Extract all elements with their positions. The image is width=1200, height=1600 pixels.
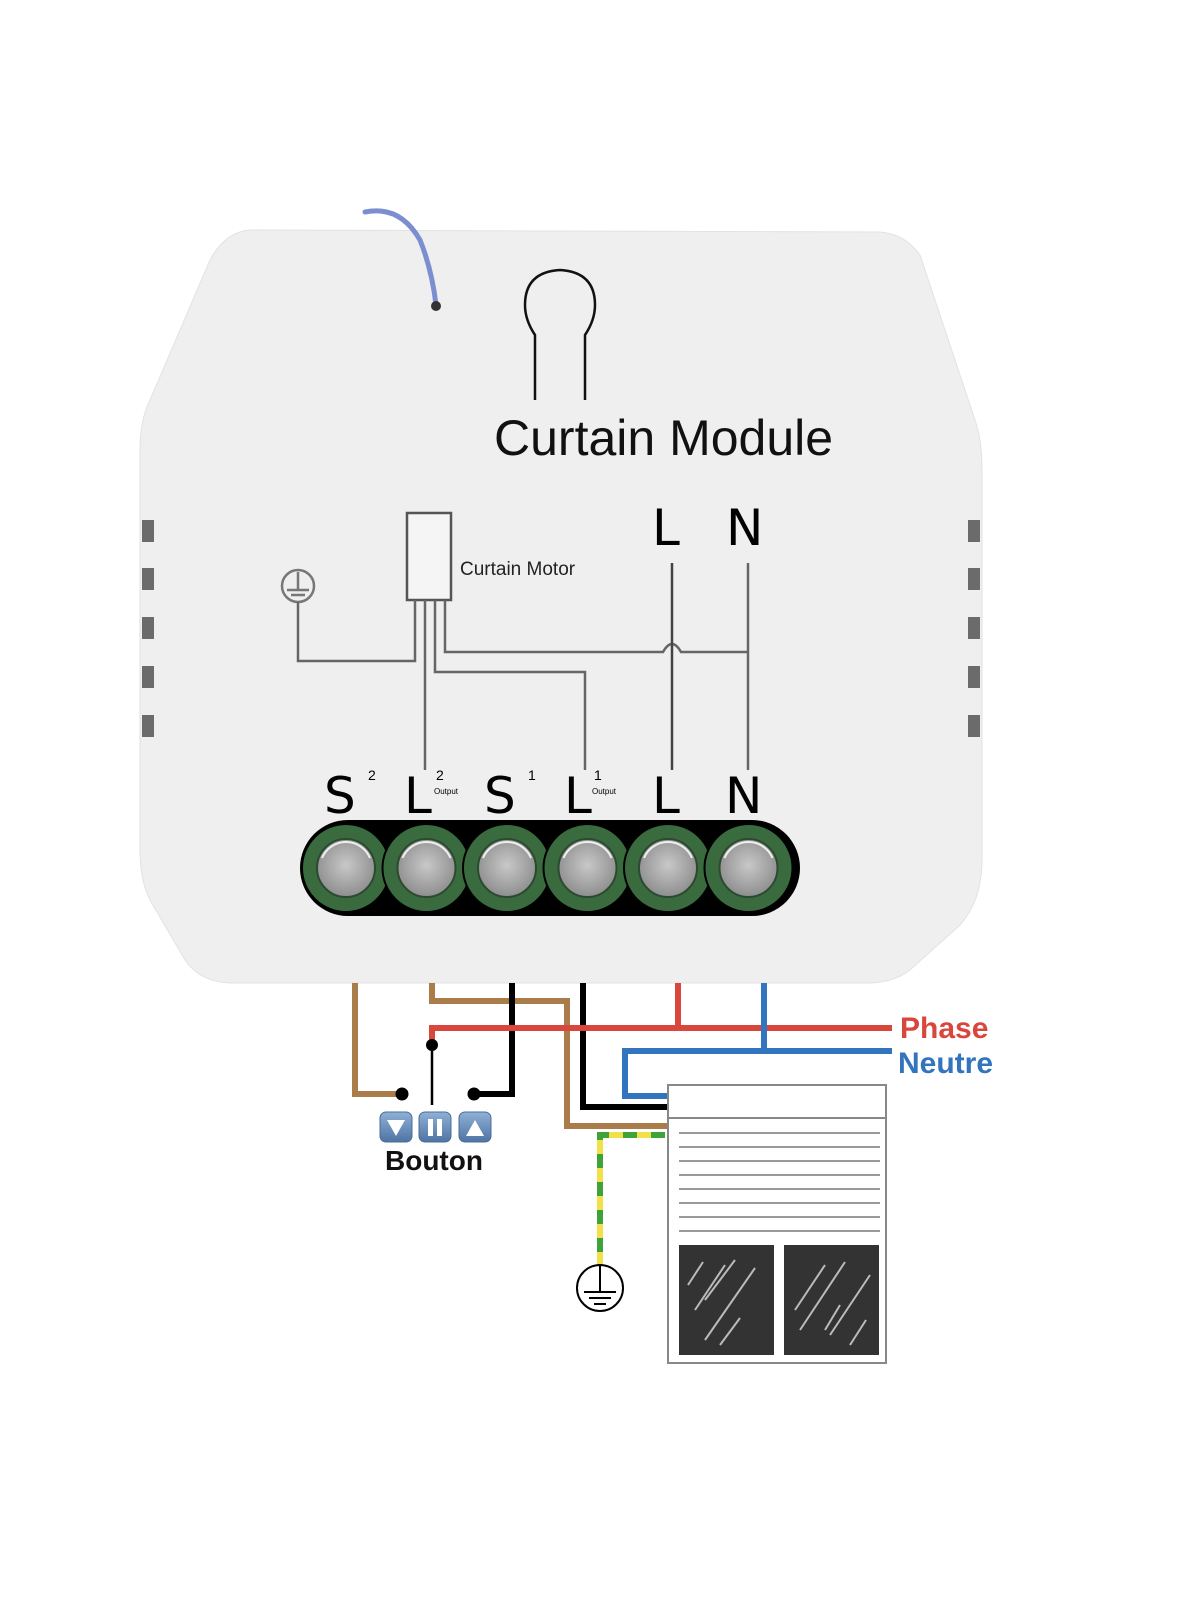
terminal-screw [381, 823, 472, 913]
terminal-sup-s2: 2 [368, 767, 376, 783]
terminal-screw [623, 823, 713, 913]
supply-label-l: L [652, 499, 680, 557]
keyhole-icon [523, 268, 597, 400]
terminal-label-l: L [652, 767, 680, 825]
wire-black-l1 [580, 983, 668, 1110]
vent-slots-right [968, 520, 980, 737]
neutral-label: Neutre [898, 1047, 993, 1080]
terminal-label-s1: S [484, 767, 516, 825]
curtain-motor-box [405, 511, 453, 602]
module-title: Curtain Module [494, 410, 833, 466]
antenna-wire [362, 208, 439, 308]
wire-neutral [622, 1048, 892, 1099]
terminal-labels: S 2 L 2 Output S 1 L 1 Output L N [324, 767, 762, 825]
button-up[interactable] [458, 1111, 492, 1143]
triangle-down-icon [387, 1120, 405, 1136]
terminal-screw [301, 823, 391, 913]
curtain-motor-label: Curtain Motor [460, 559, 576, 580]
pause-icon [428, 1119, 433, 1136]
wire-black-s1 [476, 983, 515, 1097]
wire-brown-l2 [429, 983, 668, 1129]
roller-shutter [667, 1084, 887, 1364]
wire-brown-s2 [352, 983, 400, 1097]
wire-phase [429, 1025, 892, 1045]
terminal-block [300, 820, 800, 916]
terminal-sup-l1: 1 [594, 767, 602, 783]
terminal-sup-s1: 1 [528, 767, 536, 783]
button-label: Bouton [385, 1145, 483, 1176]
internal-schematic [280, 511, 750, 770]
vent-slots-left [142, 520, 154, 737]
module-body [139, 229, 983, 984]
terminal-screw [703, 823, 794, 913]
button-pause[interactable] [418, 1111, 452, 1143]
terminal-sup-l2: 2 [436, 767, 444, 783]
wire-earth-green [597, 1132, 665, 1265]
terminal-label-l1: L [564, 767, 592, 825]
wire-earth-yellow [597, 1132, 665, 1265]
antenna-hole [431, 301, 441, 311]
terminal-label-n: N [725, 767, 762, 825]
terminal-sub-l2: Output [434, 787, 459, 796]
button-switch [395, 1039, 481, 1105]
terminal-label-l2: L [404, 767, 432, 825]
phase-label: Phase [900, 1012, 988, 1045]
triangle-up-icon [466, 1120, 484, 1136]
supply-label-n: N [726, 499, 763, 557]
earth-icon [576, 1264, 624, 1312]
button-down[interactable] [379, 1111, 413, 1143]
terminal-screw [462, 823, 552, 913]
terminal-sub-l1: Output [592, 787, 617, 796]
terminal-label-s2: S [324, 767, 356, 825]
terminal-screw [542, 823, 633, 913]
